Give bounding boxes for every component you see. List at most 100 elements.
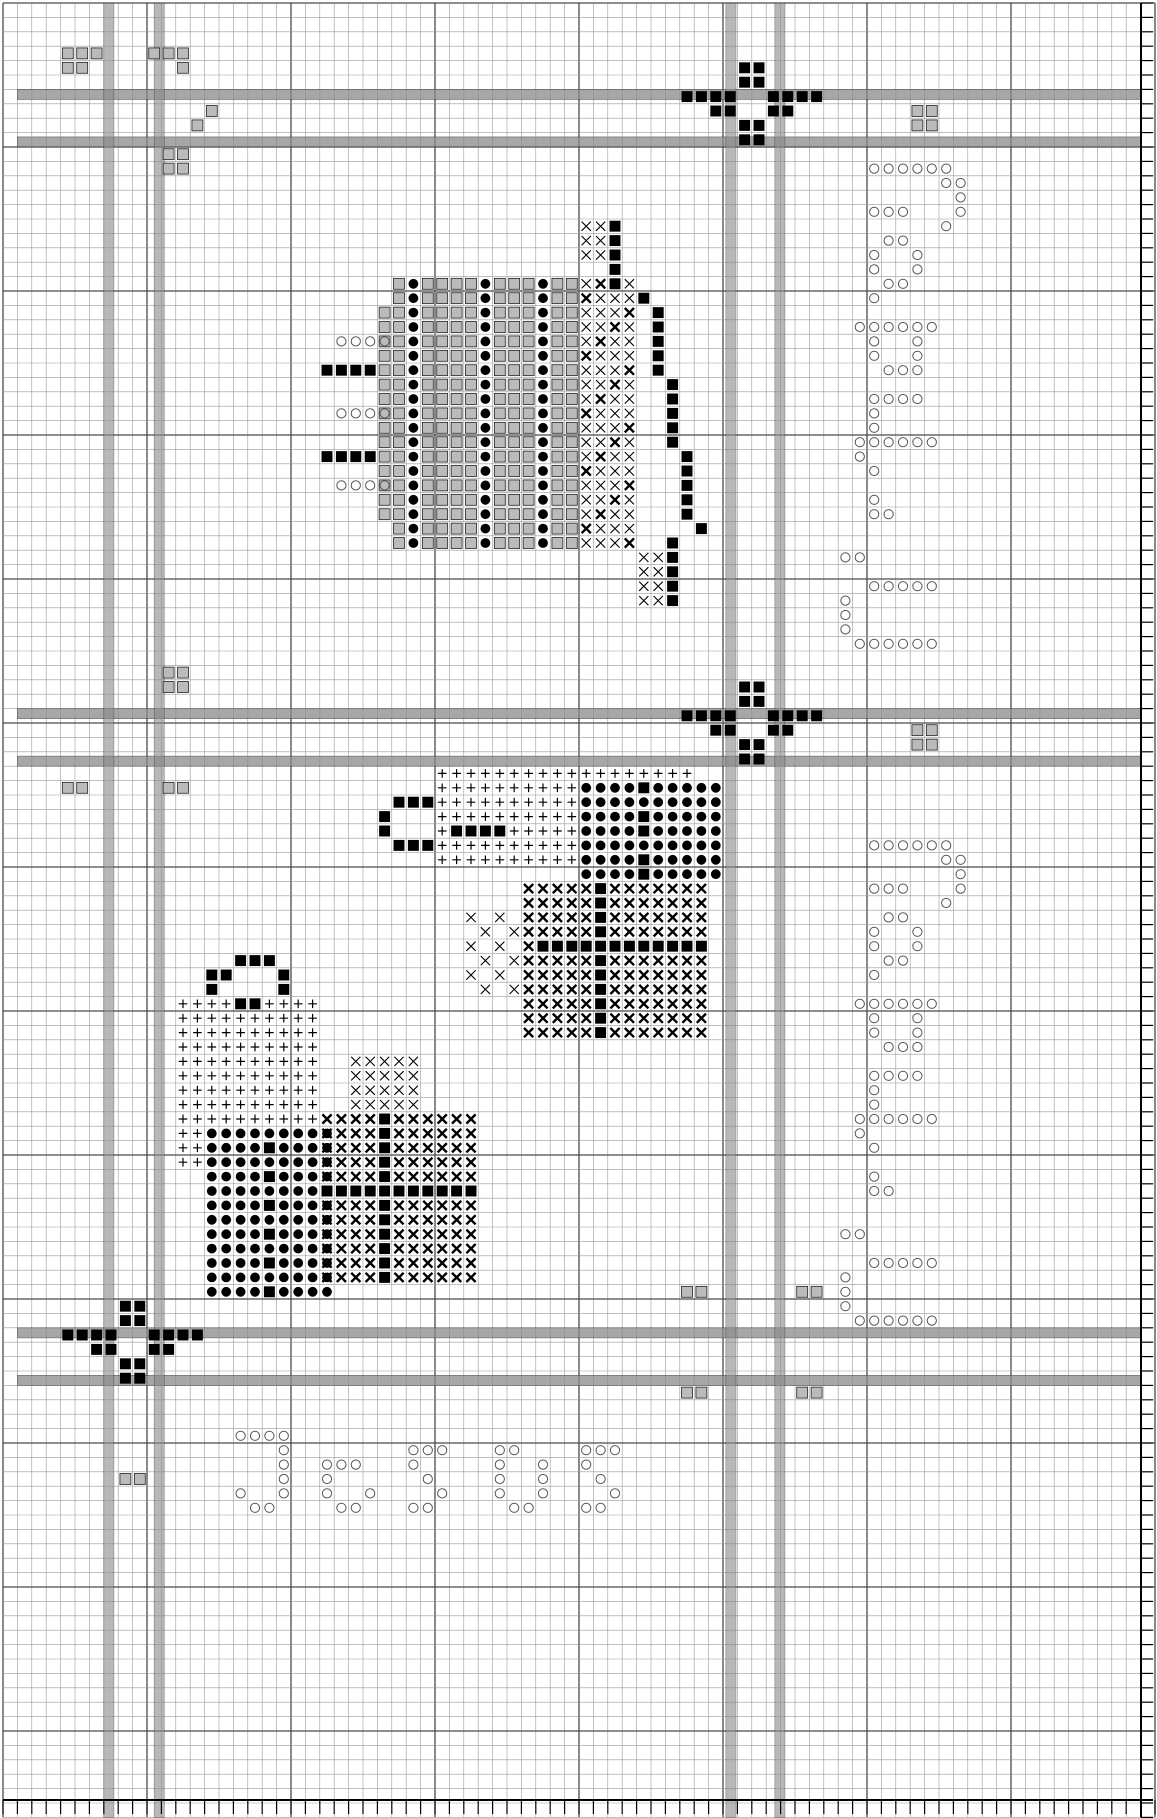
stitch-filled-circle xyxy=(409,495,419,505)
stitch-bold-cross xyxy=(538,1014,547,1023)
stitch-open-circle xyxy=(898,1042,907,1051)
stitch-checker xyxy=(509,538,520,549)
stitch-checker xyxy=(523,336,534,347)
stitch-checker xyxy=(523,408,534,419)
stitch-bold-cross xyxy=(697,884,706,893)
stitch-checker xyxy=(394,336,405,347)
stitch-plus xyxy=(567,783,576,792)
stitch-filled-square xyxy=(264,1286,275,1297)
stitch-plus xyxy=(467,769,476,778)
stitch-open-circle xyxy=(596,1446,605,1455)
stitch-filled-square xyxy=(682,941,693,952)
stitch-filled-circle xyxy=(682,783,692,793)
stitch-bold-cross xyxy=(466,1129,475,1138)
stitch-plus xyxy=(279,1100,288,1109)
stitch-open-circle xyxy=(870,1028,879,1037)
stitch-plus xyxy=(553,812,562,821)
stitch-checker xyxy=(178,682,189,693)
stitch-bold-cross xyxy=(337,1258,346,1267)
stitch-filled-circle xyxy=(538,351,548,361)
stitch-open-circle xyxy=(438,1446,447,1455)
stitch-open-circle xyxy=(409,1446,418,1455)
stitch-checker xyxy=(523,480,534,491)
stitch-checker xyxy=(494,336,505,347)
stitch-filled-square xyxy=(667,538,678,549)
stitch-filled-circle xyxy=(538,322,548,332)
stitch-bold-cross xyxy=(553,1014,562,1023)
stitch-bold-cross xyxy=(582,409,591,418)
stitch-bold-cross xyxy=(452,1258,461,1267)
stitch-cross xyxy=(639,582,648,591)
stitch-bold-cross xyxy=(610,985,619,994)
stitch-filled-square xyxy=(466,826,477,837)
stitch-cross xyxy=(582,394,591,403)
stitch-filled-square xyxy=(638,941,649,952)
stitch-plus xyxy=(236,1028,245,1037)
stitch-cross xyxy=(654,582,663,591)
stitch-filled-square xyxy=(782,710,793,721)
stitch-open-circle xyxy=(942,841,951,850)
stitch-filled-circle xyxy=(279,1143,289,1153)
stitch-open-circle xyxy=(870,438,879,447)
stitch-open-circle xyxy=(927,999,936,1008)
stitch-bold-cross xyxy=(697,970,706,979)
stitch-open-circle xyxy=(898,1316,907,1325)
stitch-open-circle xyxy=(870,495,879,504)
stitch-open-circle xyxy=(870,294,879,303)
stitch-filled-square xyxy=(754,682,765,693)
stitch-filled-circle xyxy=(207,1215,217,1225)
stitch-checker xyxy=(566,365,577,376)
stitch-open-circle xyxy=(942,898,951,907)
stitch-plus xyxy=(553,827,562,836)
stitch-checker xyxy=(437,494,448,505)
stitch-filled-circle xyxy=(639,841,649,851)
stitch-filled-square xyxy=(782,106,793,117)
stitch-filled-square xyxy=(595,912,606,923)
stitch-checker xyxy=(163,667,174,678)
stitch-checker xyxy=(394,278,405,289)
stitch-cross xyxy=(639,596,648,605)
stitch-filled-square xyxy=(610,264,621,275)
stitch-plus xyxy=(438,841,447,850)
stitch-cross xyxy=(380,1100,389,1109)
stitch-filled-square xyxy=(682,451,693,462)
stitch-bold-cross xyxy=(394,1215,403,1224)
stitch-plus xyxy=(236,1115,245,1124)
stitch-cross xyxy=(596,294,605,303)
stitch-filled-circle xyxy=(625,783,635,793)
stitch-open-circle xyxy=(322,1489,331,1498)
stitch-bold-cross xyxy=(351,1129,360,1138)
stitch-bold-cross xyxy=(668,884,677,893)
stitch-filled-square xyxy=(653,941,664,952)
stitch-open-circle xyxy=(870,466,879,475)
stitch-checker xyxy=(523,293,534,304)
stitch-open-circle xyxy=(942,222,951,231)
stitch-bold-cross xyxy=(351,1143,360,1152)
stitch-cross xyxy=(596,538,605,547)
stitch-checker xyxy=(379,365,390,376)
stitch-filled-square xyxy=(494,826,505,837)
stitch-bold-cross xyxy=(466,1258,475,1267)
stitch-filled-circle xyxy=(581,826,591,836)
stitch-open-circle xyxy=(884,394,893,403)
stitch-plus xyxy=(236,1086,245,1095)
stitch-open-circle xyxy=(322,1474,331,1483)
stitch-bold-cross xyxy=(423,1258,432,1267)
stitch-filled-circle xyxy=(538,538,548,548)
stitch-checker xyxy=(379,322,390,333)
stitch-plus xyxy=(251,1086,260,1095)
stitch-plus xyxy=(179,1014,188,1023)
stitch-open-circle xyxy=(855,999,864,1008)
stitch-filled-square xyxy=(322,451,333,462)
border-band xyxy=(17,756,1140,766)
stitch-checker xyxy=(912,739,923,750)
stitch-plus xyxy=(308,999,317,1008)
stitch-checker xyxy=(509,278,520,289)
stitch-open-circle xyxy=(913,438,922,447)
stitch-bold-cross xyxy=(697,913,706,922)
stitch-filled-square xyxy=(120,1301,131,1312)
stitch-checker xyxy=(509,408,520,419)
stitch-plus xyxy=(481,841,490,850)
stitch-filled-circle xyxy=(481,365,491,375)
stitch-filled-circle xyxy=(596,841,606,851)
